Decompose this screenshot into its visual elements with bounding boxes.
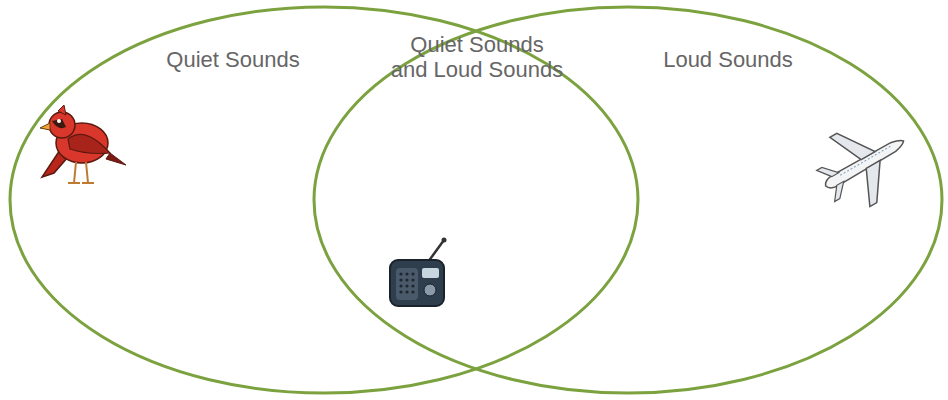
- ellipse: [314, 7, 942, 393]
- airplane-icon: [806, 106, 924, 220]
- set-title: Loud Sounds: [663, 47, 793, 72]
- ellipse: [10, 7, 638, 393]
- bird-icon: [40, 105, 126, 183]
- set-title: Quiet Sounds: [166, 47, 299, 72]
- radio-icon: [390, 238, 447, 307]
- overlap-label: Quiet Sounds and Loud Sounds: [390, 32, 565, 83]
